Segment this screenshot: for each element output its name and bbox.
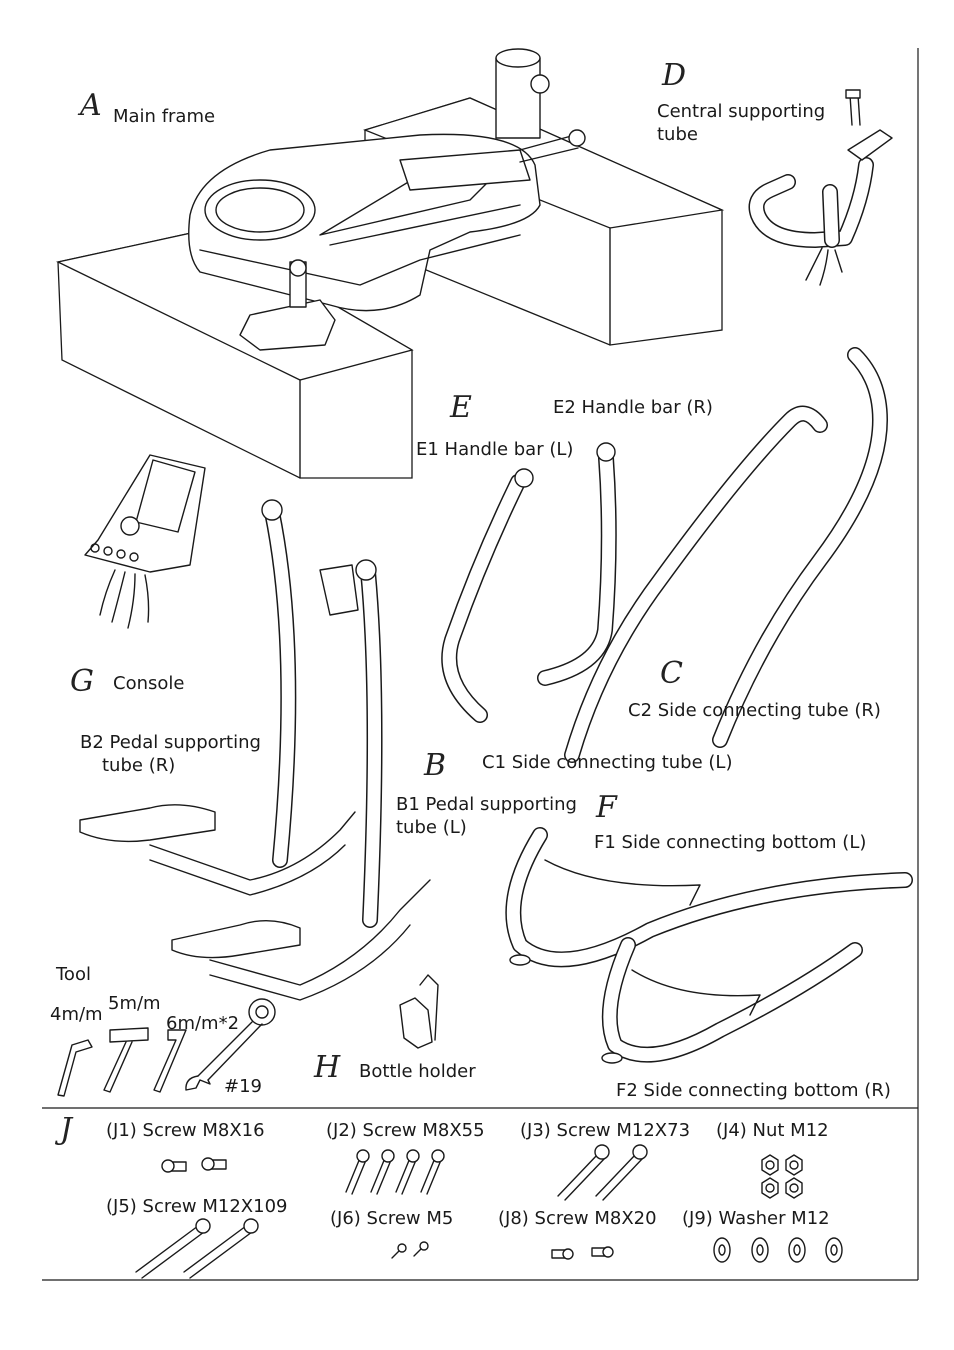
part-letter-c: C	[660, 656, 683, 691]
label-handle-bar-r: E2 Handle bar (R)	[553, 397, 713, 418]
label-side-tube-r: C2 Side connecting tube (R)	[628, 700, 881, 721]
console-illustration	[84, 454, 206, 629]
label-central-tube-line1: Central supporting	[657, 101, 826, 122]
label-handle-bar-l: E1 Handle bar (L)	[416, 439, 574, 460]
label-bottle-holder: Bottle holder	[359, 1061, 476, 1082]
side-connecting-tubes-illustration	[564, 347, 888, 763]
label-tool-5mm: 5m/m	[108, 993, 161, 1014]
label-hardware-j4: (J4) Nut M12	[716, 1120, 829, 1141]
part-letter-g: G	[70, 664, 94, 699]
label-hardware-j2: (J2) Screw M8X55	[326, 1120, 485, 1141]
label-hardware-j3: (J3) Screw M12X73	[520, 1120, 691, 1141]
part-letter-j: J	[60, 1112, 73, 1147]
nut-icons	[761, 1154, 803, 1199]
label-hardware-j5: (J5) Screw M12X109	[106, 1196, 288, 1217]
label-hardware-j9: (J9) Washer M12	[682, 1208, 830, 1229]
label-tool-title: Tool	[56, 964, 91, 985]
label-tool-4mm: 4m/m	[50, 1004, 103, 1025]
main-frame-illustration	[56, 48, 725, 479]
label-hardware-j8: (J8) Screw M8X20	[498, 1208, 657, 1229]
hardware-illustration	[135, 1144, 843, 1279]
label-pedal-tube-l-line2: tube (L)	[396, 817, 467, 838]
part-letter-e: E	[450, 390, 472, 425]
label-console: Console	[113, 673, 185, 694]
label-central-tube-line2: tube	[657, 124, 698, 145]
label-pedal-tube-r-line1: B2 Pedal supporting	[80, 732, 261, 753]
label-side-bottom-l: F1 Side connecting bottom (L)	[594, 832, 867, 853]
pedal-tubes-illustration	[79, 499, 431, 1001]
label-side-bottom-r: F2 Side connecting bottom (R)	[616, 1080, 891, 1101]
part-letter-h: H	[314, 1050, 341, 1085]
label-hardware-j6: (J6) Screw M5	[330, 1208, 454, 1229]
label-pedal-tube-r-line2: tube (R)	[102, 755, 176, 776]
part-letter-b: B	[424, 748, 447, 783]
bottle-holder-illustration	[399, 974, 439, 1049]
part-letter-f: F	[596, 790, 617, 825]
tools-illustration	[57, 998, 276, 1097]
label-hardware-j1: (J1) Screw M8X16	[106, 1120, 265, 1141]
label-tool-wrench: #19	[224, 1076, 262, 1097]
part-letter-a: A	[80, 88, 102, 123]
label-pedal-tube-l-line1: B1 Pedal supporting	[396, 794, 577, 815]
side-bottoms-illustration	[505, 827, 913, 1064]
label-side-tube-l: C1 Side connecting tube (L)	[482, 752, 733, 773]
label-tool-6mm: 6m/m*2	[166, 1013, 240, 1034]
part-letter-d: D	[662, 58, 687, 93]
central-tube-illustration	[748, 89, 893, 286]
label-main-frame: Main frame	[113, 106, 216, 127]
handle-bars-illustration	[441, 442, 617, 723]
